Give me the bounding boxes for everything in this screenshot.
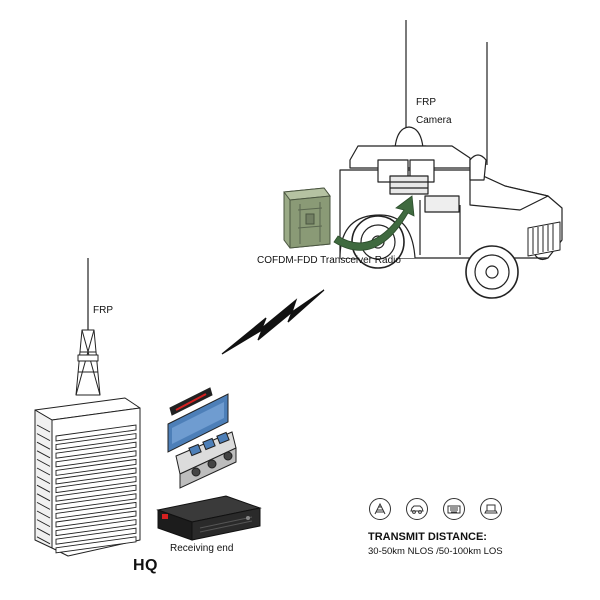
- building-side-line: [36, 484, 51, 493]
- transmit-distance-title: TRANSMIT DISTANCE:: [368, 531, 487, 543]
- building-floor-band: [55, 467, 137, 485]
- building-side-line: [36, 467, 51, 476]
- hq-building-floors: [36, 424, 137, 554]
- building-floor-band: [55, 519, 137, 537]
- antenna-icon: [369, 498, 391, 520]
- hq-label: HQ: [133, 557, 158, 574]
- radio-case-illustration: [283, 187, 331, 249]
- building-side-line: [36, 476, 51, 484]
- building-side-line: [36, 502, 51, 510]
- building-floor-band: [55, 450, 137, 468]
- laptop-icon: [480, 498, 502, 520]
- building-floor-band: [55, 441, 137, 459]
- building-side-line: [36, 433, 51, 441]
- building-floor-band: [55, 527, 137, 545]
- camera-label: Camera: [416, 115, 452, 126]
- building-side-line: [36, 441, 51, 450]
- building-side-line: [36, 527, 51, 536]
- building-side-line: [36, 459, 51, 467]
- signal-lightning-icon: [221, 289, 325, 355]
- control-desk-illustration: [167, 387, 237, 489]
- building-floor-band: [55, 493, 137, 511]
- car-icon: [406, 498, 428, 520]
- frp-dome: [394, 126, 424, 149]
- building-side-line: [36, 510, 51, 519]
- building-side-line: [36, 493, 51, 502]
- building-floor-band: [55, 458, 137, 476]
- building-floor-band: [55, 484, 137, 502]
- building-side-line: [36, 519, 51, 527]
- building-side-line: [36, 424, 51, 433]
- building-side-line: [36, 536, 51, 545]
- building-floor-band: [55, 501, 137, 519]
- building-floor-band: [55, 510, 137, 528]
- transmit-distance-detail: 30-50km NLOS /50-100km LOS: [368, 546, 503, 557]
- radio-label: COFDM-FDD Transceiver Radio: [257, 255, 401, 266]
- rack-receiver-illustration: [156, 495, 262, 541]
- building-floor-band: [55, 536, 137, 554]
- radio-to-vehicle-arrow: [333, 195, 415, 251]
- building-floor-band: [55, 476, 137, 494]
- keyboard-icon: [443, 498, 465, 520]
- frp-vehicle-label: FRP: [416, 97, 436, 108]
- building-floor-band: [55, 424, 137, 442]
- building-side-line: [36, 450, 51, 459]
- receiving-end-label: Receiving end: [170, 543, 234, 554]
- building-floor-band: [55, 433, 137, 451]
- frp-tower-label: FRP: [93, 305, 113, 316]
